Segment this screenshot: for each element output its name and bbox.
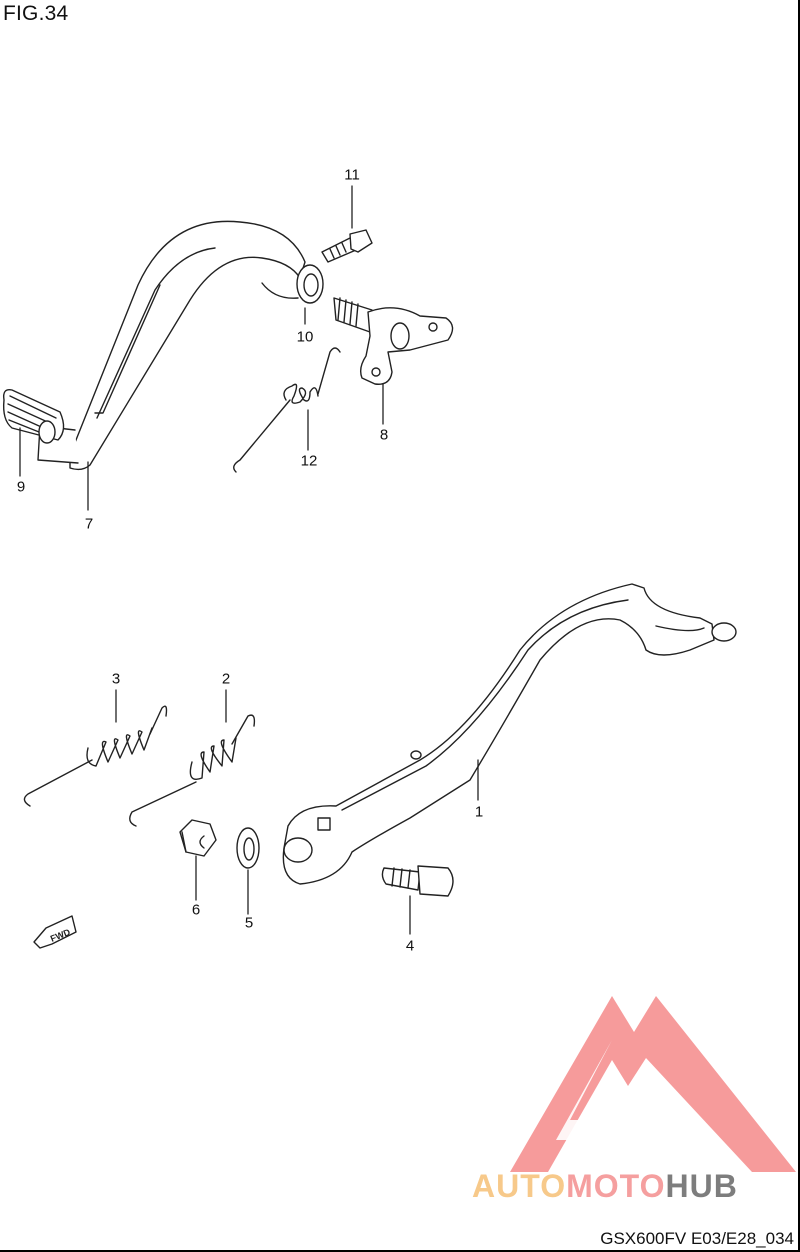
spring-part-2 bbox=[129, 714, 256, 827]
callout-3: 3 bbox=[111, 670, 121, 688]
callout-8: 8 bbox=[379, 426, 389, 444]
callout-5: 5 bbox=[244, 914, 254, 932]
callout-10: 10 bbox=[296, 328, 314, 346]
shift-lever-rubber-part-9 bbox=[2, 389, 65, 444]
callout-2: 2 bbox=[221, 670, 231, 688]
figure-title: FIG.34 bbox=[3, 2, 69, 25]
bolt-part-11 bbox=[321, 229, 373, 263]
leader-lines-bottom bbox=[115, 689, 479, 935]
brake-pedal-part-1 bbox=[282, 583, 737, 885]
spring-part-3 bbox=[23, 705, 168, 807]
watermark-logo-icon bbox=[510, 996, 796, 1172]
leader-lines-top bbox=[19, 185, 384, 511]
watermark-moto: MOTO bbox=[566, 1168, 666, 1204]
gearshift-lever-part-7 bbox=[37, 220, 306, 471]
callout-11: 11 bbox=[344, 166, 360, 184]
fwd-arrow-icon: FWD bbox=[33, 915, 77, 949]
callout-1: 1 bbox=[474, 803, 484, 821]
washer-part-10 bbox=[296, 264, 324, 304]
watermark-hub: HUB bbox=[665, 1168, 738, 1204]
washer-part-5 bbox=[236, 827, 260, 869]
callout-12: 12 bbox=[300, 452, 318, 470]
diagram-code: GSX600FV E03/E28_034 bbox=[600, 1229, 794, 1248]
pin-bolt-part-4 bbox=[381, 865, 454, 897]
callout-9: 9 bbox=[16, 478, 26, 496]
watermark-text: AUTOMOTOHUB bbox=[472, 1168, 738, 1205]
callout-7: 7 bbox=[84, 515, 94, 533]
callout-4: 4 bbox=[405, 937, 415, 955]
callout-6: 6 bbox=[191, 901, 201, 919]
gearshift-arm-part-8 bbox=[333, 297, 454, 385]
spring-part-12 bbox=[233, 347, 341, 473]
nut-part-6 bbox=[179, 819, 217, 857]
watermark-auto: AUTO bbox=[472, 1168, 567, 1204]
